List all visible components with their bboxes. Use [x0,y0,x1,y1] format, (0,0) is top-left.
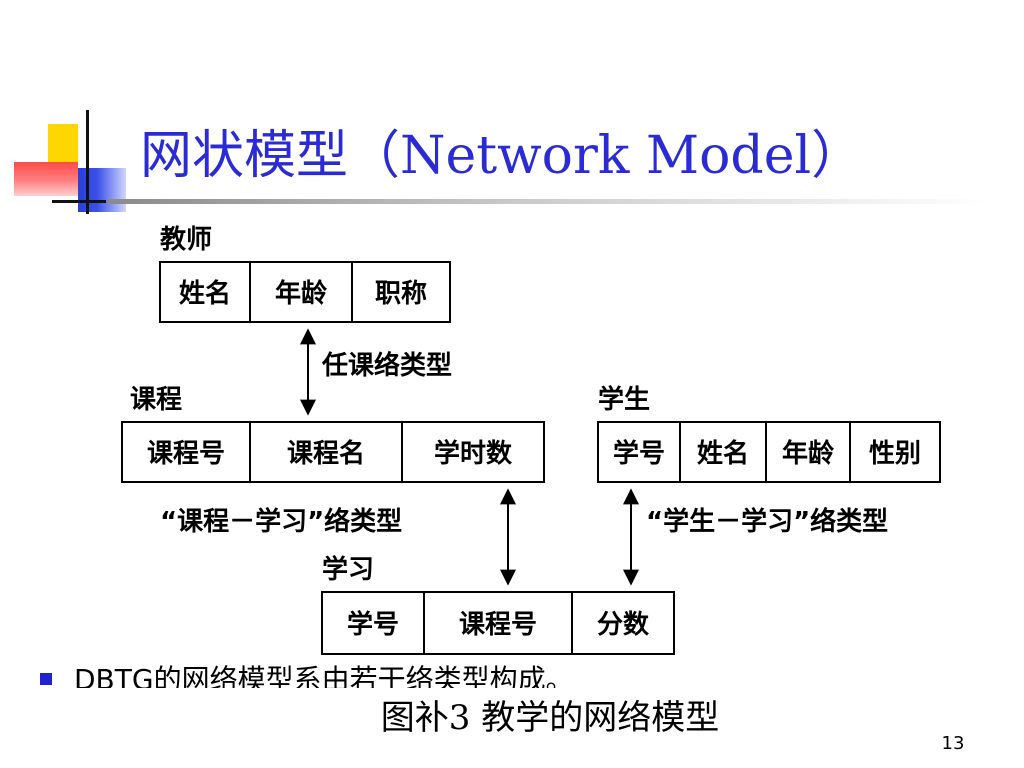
study-record: 学习 学号 课程号 分数 [321,554,675,655]
study-label: 学习 [322,554,374,585]
bullet-text: DBTG的网络模型系由若干络类型构成。 [74,663,574,688]
study-field-student-id: 学号 [347,609,399,640]
teacher-label: 教师 [160,225,212,255]
teacher-field-title: 职称 [375,279,427,309]
study-record-box [321,591,675,655]
bullet-square-icon [40,673,52,685]
teacher-record: 教师 姓名 年龄 职称 [159,225,451,323]
student-label: 学生 [598,384,650,415]
teacher-field-name: 姓名 [179,278,231,309]
figure-caption: 图补3 教学的网络模型 [380,698,720,738]
title-underline [108,199,988,204]
decor-horizontal-line [52,200,106,203]
course-record-box [121,421,545,483]
course-label: 课程 [130,385,182,415]
teacher-field-age: 年龄 [275,278,328,309]
study-field-course-number: 课程号 [459,610,537,640]
student-study-relation-label: “学生－学习”络类型 [646,506,888,537]
page-number: 13 [941,733,965,754]
slide-title: 网状模型（Network Model） [140,126,864,186]
student-record-box [597,421,941,483]
student-field-name: 姓名 [697,438,749,469]
decor-yellow-square [48,124,78,168]
study-field-score: 分数 [597,610,650,640]
course-field-number: 课程号 [147,439,225,469]
teach-relation-label: 任课络类型 [321,350,452,381]
decor-red-square [14,162,78,196]
student-record: 学生 学号 姓名 年龄 性别 [597,384,941,483]
course-field-hours: 学时数 [434,438,513,469]
teacher-record-box [159,261,451,323]
course-study-relation-label: “课程－学习”络类型 [160,506,402,537]
student-field-id: 学号 [613,438,665,469]
course-record: 课程 课程号 课程名 学时数 [121,385,545,483]
student-field-gender: 性别 [869,439,921,469]
course-field-name: 课程名 [287,438,365,469]
student-field-age: 年龄 [782,438,835,469]
decor-vertical-line [86,110,89,214]
